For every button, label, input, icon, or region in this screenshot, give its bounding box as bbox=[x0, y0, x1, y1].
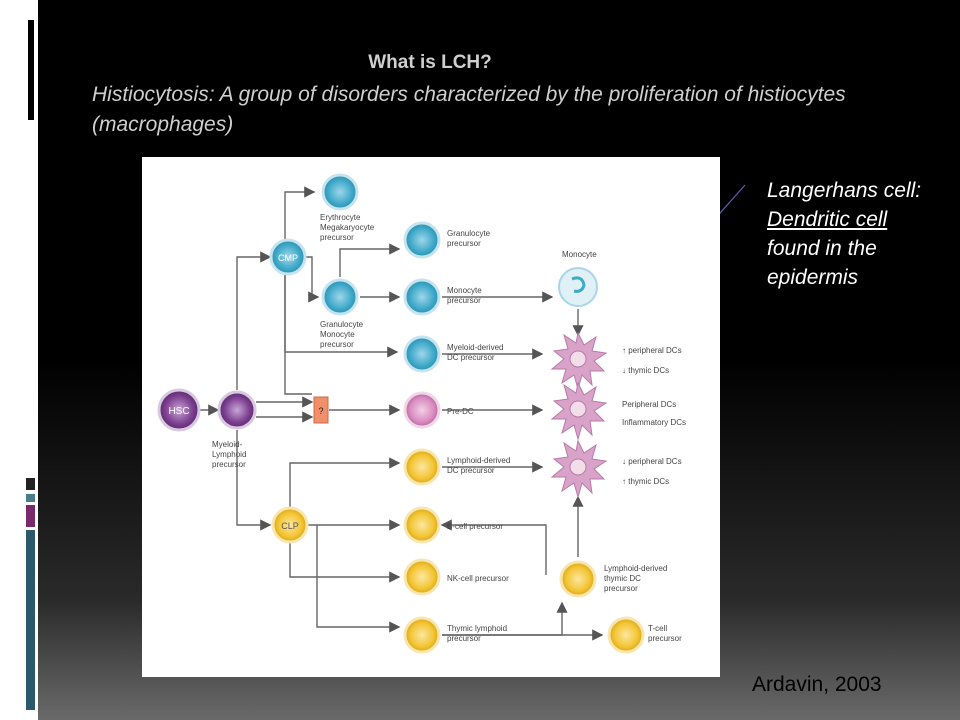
unknown-pathway-box: ? bbox=[313, 396, 329, 424]
svg-text:thymic DC: thymic DC bbox=[604, 574, 641, 583]
svg-text:Peripheral DCs: Peripheral DCs bbox=[622, 400, 676, 409]
svg-text:DC precursor: DC precursor bbox=[447, 353, 495, 362]
svg-text:Granulocyte: Granulocyte bbox=[447, 229, 491, 238]
svg-text:precursor: precursor bbox=[447, 239, 481, 248]
svg-text:↑ thymic DCs: ↑ thymic DCs bbox=[622, 477, 669, 486]
left-accent-block-3 bbox=[26, 505, 35, 527]
granulocyte-precursor-cell: Granulocyte precursor bbox=[403, 221, 491, 259]
question-label: ? bbox=[318, 406, 323, 416]
left-accent-block-4 bbox=[26, 530, 35, 710]
svg-text:Myeloid-derived: Myeloid-derived bbox=[447, 343, 503, 352]
dendritic-cell-1: ↑ peripheral DCs ↓ thymic DCs bbox=[550, 331, 682, 391]
svg-text:Lymphoid-derived: Lymphoid-derived bbox=[604, 564, 667, 573]
svg-text:Granulocyte: Granulocyte bbox=[320, 320, 364, 329]
clp-cell: CLP bbox=[271, 506, 309, 544]
svg-text:Pre-DC: Pre-DC bbox=[447, 407, 474, 416]
left-accent-strip bbox=[28, 20, 34, 120]
callout-line-3: found in the bbox=[767, 237, 877, 260]
citation-credit: Ardavin, 2003 bbox=[752, 673, 882, 696]
left-accent-block-1 bbox=[26, 478, 35, 490]
callout-line-2: Dendritic cell bbox=[767, 208, 888, 231]
svg-text:DC precursor: DC precursor bbox=[447, 466, 495, 475]
callout-line-1: Langerhans cell: bbox=[767, 179, 922, 202]
svg-text:Inflammatory DCs: Inflammatory DCs bbox=[622, 418, 686, 427]
svg-text:↓ peripheral DCs: ↓ peripheral DCs bbox=[622, 457, 682, 466]
svg-text:precursor: precursor bbox=[320, 340, 354, 349]
monocyte-cell: Monocyte bbox=[558, 250, 598, 307]
myeloid-lymphoid-cell: Myeloid- Lymphoid precursor bbox=[212, 390, 257, 469]
svg-text:NK-cell precursor: NK-cell precursor bbox=[447, 574, 509, 583]
svg-text:↓ thymic DCs: ↓ thymic DCs bbox=[622, 366, 669, 375]
dendritic-cell-3: ↓ peripheral DCs ↑ thymic DCs bbox=[550, 439, 682, 499]
svg-text:precursor: precursor bbox=[447, 296, 481, 305]
svg-text:precursor: precursor bbox=[648, 634, 682, 643]
slide-title: What is LCH? bbox=[368, 52, 492, 73]
erythrocyte-precursor-cell: Erythrocyte Megakaryocyte precursor bbox=[320, 173, 375, 242]
svg-text:Monocyte: Monocyte bbox=[320, 330, 355, 339]
t-cell-precursor-cell: T-cell precursor bbox=[607, 616, 682, 654]
ml-label-3: precursor bbox=[212, 460, 246, 469]
hsc-label: HSC bbox=[168, 406, 189, 417]
svg-text:B-cell precursor: B-cell precursor bbox=[447, 522, 503, 531]
b-cell-precursor-cell: B-cell precursor bbox=[403, 506, 503, 544]
subtitle-line-1: Histiocytosis: A group of disorders char… bbox=[92, 83, 846, 106]
callout-line-4: epidermis bbox=[767, 266, 859, 289]
cmp-label: CMP bbox=[278, 253, 298, 263]
clp-label: CLP bbox=[281, 521, 299, 531]
svg-text:↑ peripheral DCs: ↑ peripheral DCs bbox=[622, 346, 682, 355]
pre-dc-cell: Pre-DC bbox=[403, 391, 474, 429]
ml-label-1: Myeloid- bbox=[212, 440, 243, 449]
left-accent-block-2 bbox=[26, 494, 35, 502]
dendritic-cell-2: Peripheral DCs Inflammatory DCs bbox=[550, 381, 686, 441]
hematopoiesis-diagram: HSC Myeloid- Lymphoid precursor CMP CLP … bbox=[142, 157, 720, 677]
svg-text:Monocyte: Monocyte bbox=[562, 250, 597, 259]
granulocyte-monocyte-precursor-cell: Granulocyte Monocyte precursor bbox=[320, 278, 364, 349]
svg-text:Erythrocyte: Erythrocyte bbox=[320, 213, 361, 222]
hsc-cell: HSC bbox=[157, 388, 201, 432]
ml-label-2: Lymphoid bbox=[212, 450, 246, 459]
svg-text:Thymic lymphoid: Thymic lymphoid bbox=[447, 624, 507, 633]
svg-text:Lymphoid-derived: Lymphoid-derived bbox=[447, 456, 510, 465]
thymic-dc-precursor-cell: Lymphoid-derived thymic DC precursor bbox=[559, 560, 667, 598]
monocyte-precursor-cell: Monocyte precursor bbox=[403, 278, 482, 316]
svg-text:Megakaryocyte: Megakaryocyte bbox=[320, 223, 375, 232]
cmp-cell: CMP bbox=[269, 238, 307, 276]
langerhans-callout: Langerhans cell: Dendritic cell found in… bbox=[767, 176, 957, 292]
subtitle-line-2: (macrophages) bbox=[92, 113, 234, 136]
myeloid-dc-precursor-cell: Myeloid-derived DC precursor bbox=[403, 335, 503, 373]
svg-text:precursor: precursor bbox=[447, 634, 481, 643]
slide-subtitle: Histiocytosis: A group of disorders char… bbox=[92, 80, 892, 140]
svg-text:precursor: precursor bbox=[320, 233, 354, 242]
svg-text:T-cell: T-cell bbox=[648, 624, 667, 633]
thymic-lymphoid-precursor-cell: Thymic lymphoid precursor bbox=[403, 616, 507, 654]
svg-text:Monocyte: Monocyte bbox=[447, 286, 482, 295]
nk-cell-precursor-cell: NK-cell precursor bbox=[403, 558, 509, 596]
svg-text:precursor: precursor bbox=[604, 584, 638, 593]
lymphoid-dc-precursor-cell: Lymphoid-derived DC precursor bbox=[403, 448, 510, 486]
